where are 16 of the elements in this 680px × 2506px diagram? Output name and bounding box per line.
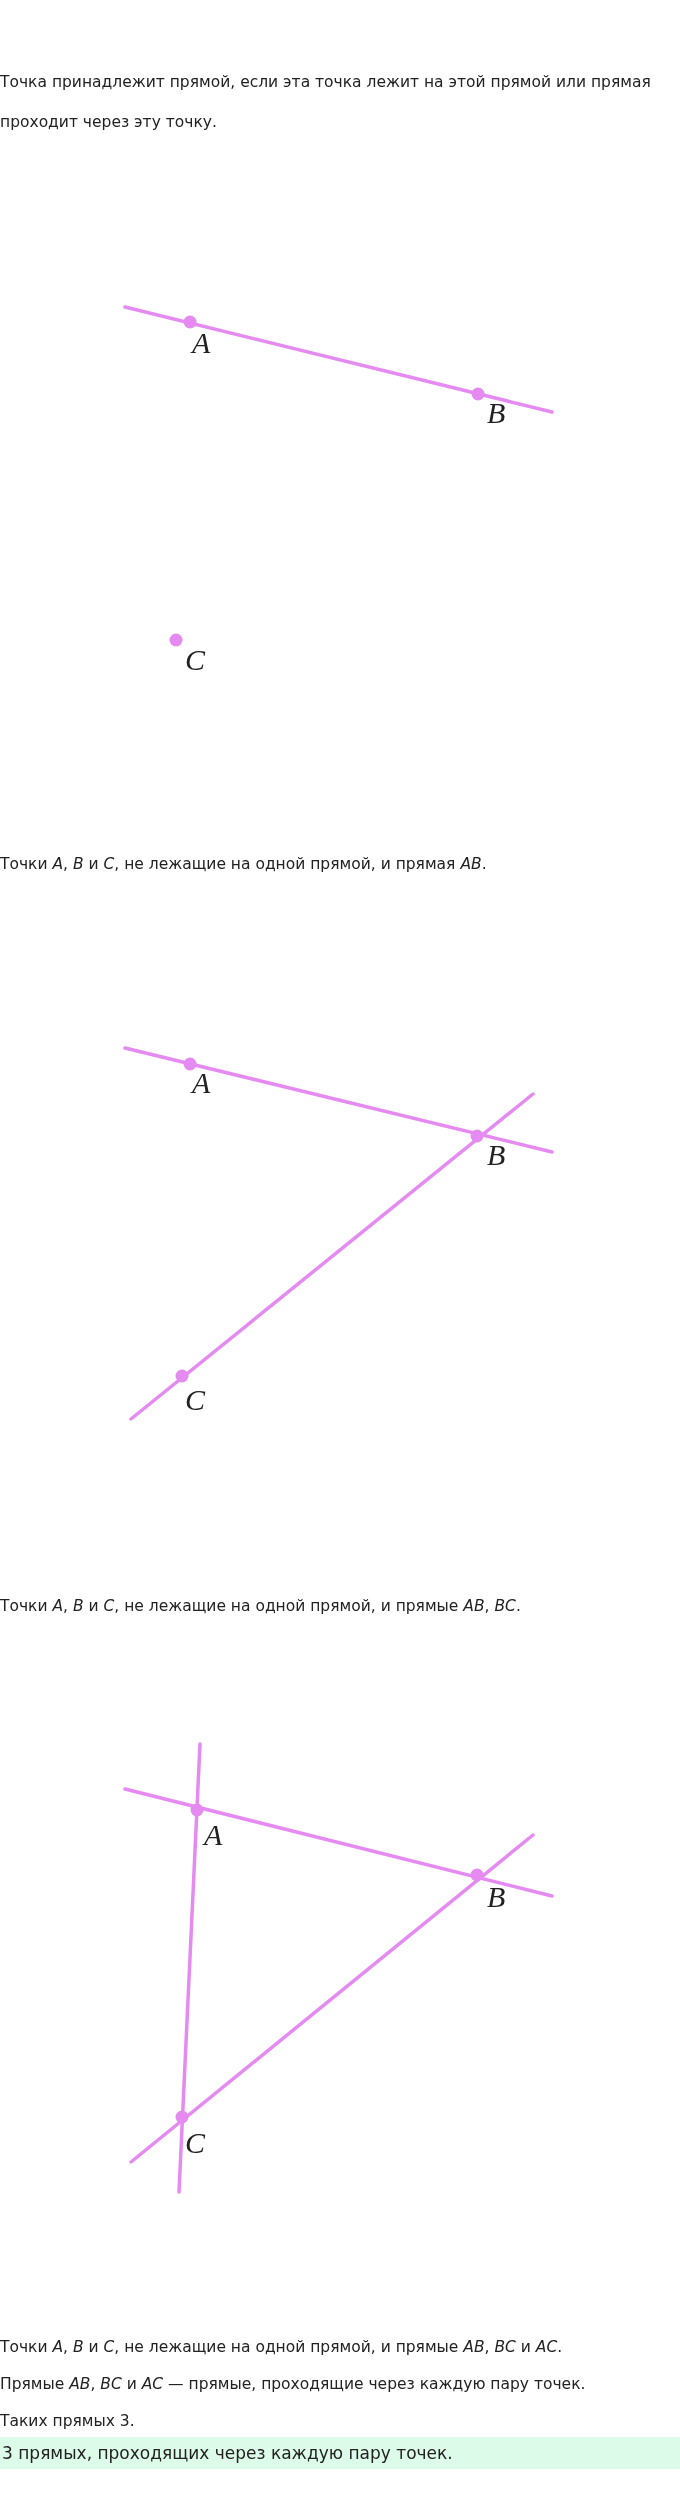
point-label: C xyxy=(185,1385,205,1415)
paragraph: Точка принадлежит прямой, если эта точка лежит на этой прямой или прямая проходит через эту точку. xyxy=(0,72,652,133)
paragraph: Таких прямых 3. xyxy=(0,2411,136,2431)
paragraph: Точки A, B и C, не лежащие на одной прямой, и прямые AB, BC и AC. xyxy=(0,2337,564,2357)
paragraph: Точки A, B и C, не лежащие на одной прямой, и прямые AB, BC. xyxy=(0,1596,522,1616)
point-label: C xyxy=(185,2128,205,2158)
point-label: B xyxy=(487,1882,506,1912)
point-label: A xyxy=(204,1820,223,1850)
paragraph: Прямые AB, BC и AC — прямые, проходящие через каждую пару точек. xyxy=(0,2374,587,2394)
point-label: B xyxy=(487,398,506,428)
paragraph: Точки A, B и C, не лежащие на одной прямой, и прямая AB. xyxy=(0,854,488,874)
point-label: C xyxy=(185,645,205,675)
point-label: A xyxy=(192,328,211,358)
point-label: A xyxy=(192,1068,211,1098)
answer-text: 3 прямых, проходящих через каждую пару точек. xyxy=(0,2437,680,2469)
point-label: B xyxy=(487,1140,506,1170)
